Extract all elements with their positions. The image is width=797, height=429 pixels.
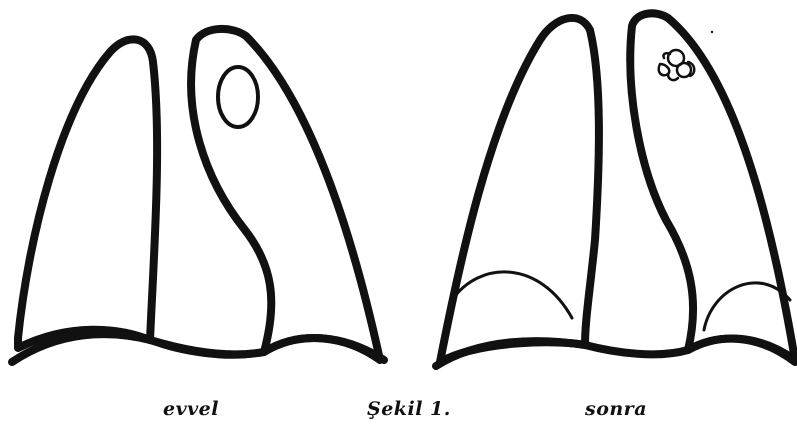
after-scar-lesion [659,50,695,80]
after-right-pleural-dome [704,283,790,330]
after-label: sonra [585,398,647,420]
after-diaphragm [436,339,795,366]
after-lungs [436,13,795,366]
before-label: evvel [163,398,219,420]
figure-number-label: Şekil 1. [367,398,451,420]
before-diaphragm [12,334,384,362]
after-left-lung [440,18,599,362]
before-lungs [12,29,384,362]
before-cavity [218,67,258,127]
before-right-lung [191,29,380,360]
before-left-lung [18,39,157,348]
after-left-pleural-dome [452,272,572,318]
after-speck [711,31,713,33]
